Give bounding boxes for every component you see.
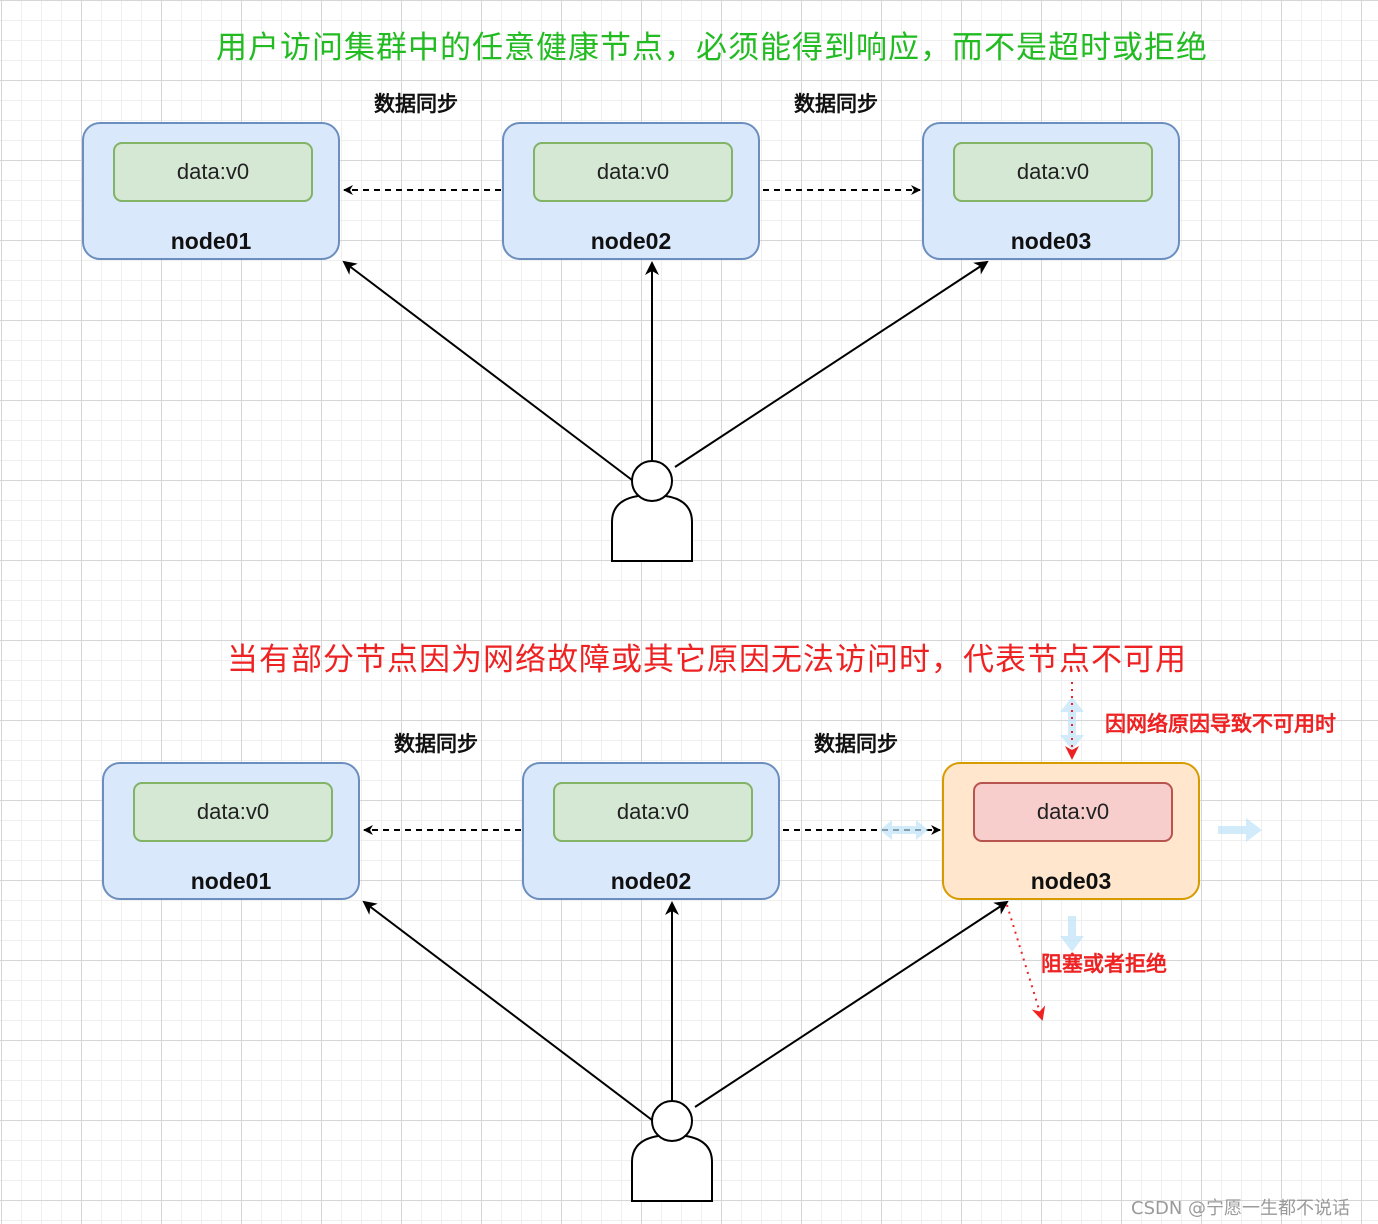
- blocked-arrow: [1006, 904, 1046, 1021]
- data-value: data:v0: [133, 782, 333, 842]
- node-bottom-node01: data:v0 node01: [102, 762, 360, 900]
- sync-label-top-left: 数据同步: [374, 92, 458, 116]
- sync-label-top-right: 数据同步: [794, 92, 878, 116]
- data-value: data:v0: [953, 142, 1153, 202]
- node-top-node01: data:v0 node01: [82, 122, 340, 260]
- node-top-node02: data:v0 node02: [502, 122, 760, 260]
- node-bottom-node02: data:v0 node02: [522, 762, 780, 900]
- node-bottom-node03-failed: data:v0 node03: [942, 762, 1200, 900]
- unavailable-note: 因网络原因导致不可用时: [1105, 712, 1336, 736]
- sync-label-bottom-right: 数据同步: [814, 732, 898, 756]
- access-arrow-top-node01: [342, 260, 633, 481]
- data-value: data:v0: [973, 782, 1173, 842]
- data-value: data:v0: [113, 142, 313, 202]
- user-icon: [631, 1100, 713, 1202]
- data-value: data:v0: [553, 782, 753, 842]
- data-value: data:v0: [533, 142, 733, 202]
- healthy-heading: 用户访问集群中的任意健康节点，必须能得到响应，而不是超时或拒绝: [216, 30, 1208, 66]
- user-icon: [611, 460, 693, 562]
- faded-arrow-icon: [880, 697, 1262, 952]
- node-name: node02: [610, 868, 692, 894]
- blocked-note: 阻塞或者拒绝: [1041, 952, 1167, 976]
- access-arrow-bottom-node01: [362, 900, 653, 1121]
- node-name: node03: [1030, 868, 1112, 894]
- node-name: node01: [190, 868, 272, 894]
- access-arrow-top-node03: [674, 260, 989, 468]
- node-top-node03: data:v0 node03: [922, 122, 1180, 260]
- sync-label-bottom-left: 数据同步: [394, 732, 478, 756]
- node-name: node02: [590, 228, 672, 254]
- failure-heading: 当有部分节点因为网络故障或其它原因无法访问时，代表节点不可用: [227, 642, 1187, 678]
- access-arrow-bottom-node03: [694, 900, 1009, 1108]
- node-name: node03: [1010, 228, 1092, 254]
- watermark: CSDN @宁愿一生都不说话: [1131, 1198, 1351, 1219]
- node-name: node01: [170, 228, 252, 254]
